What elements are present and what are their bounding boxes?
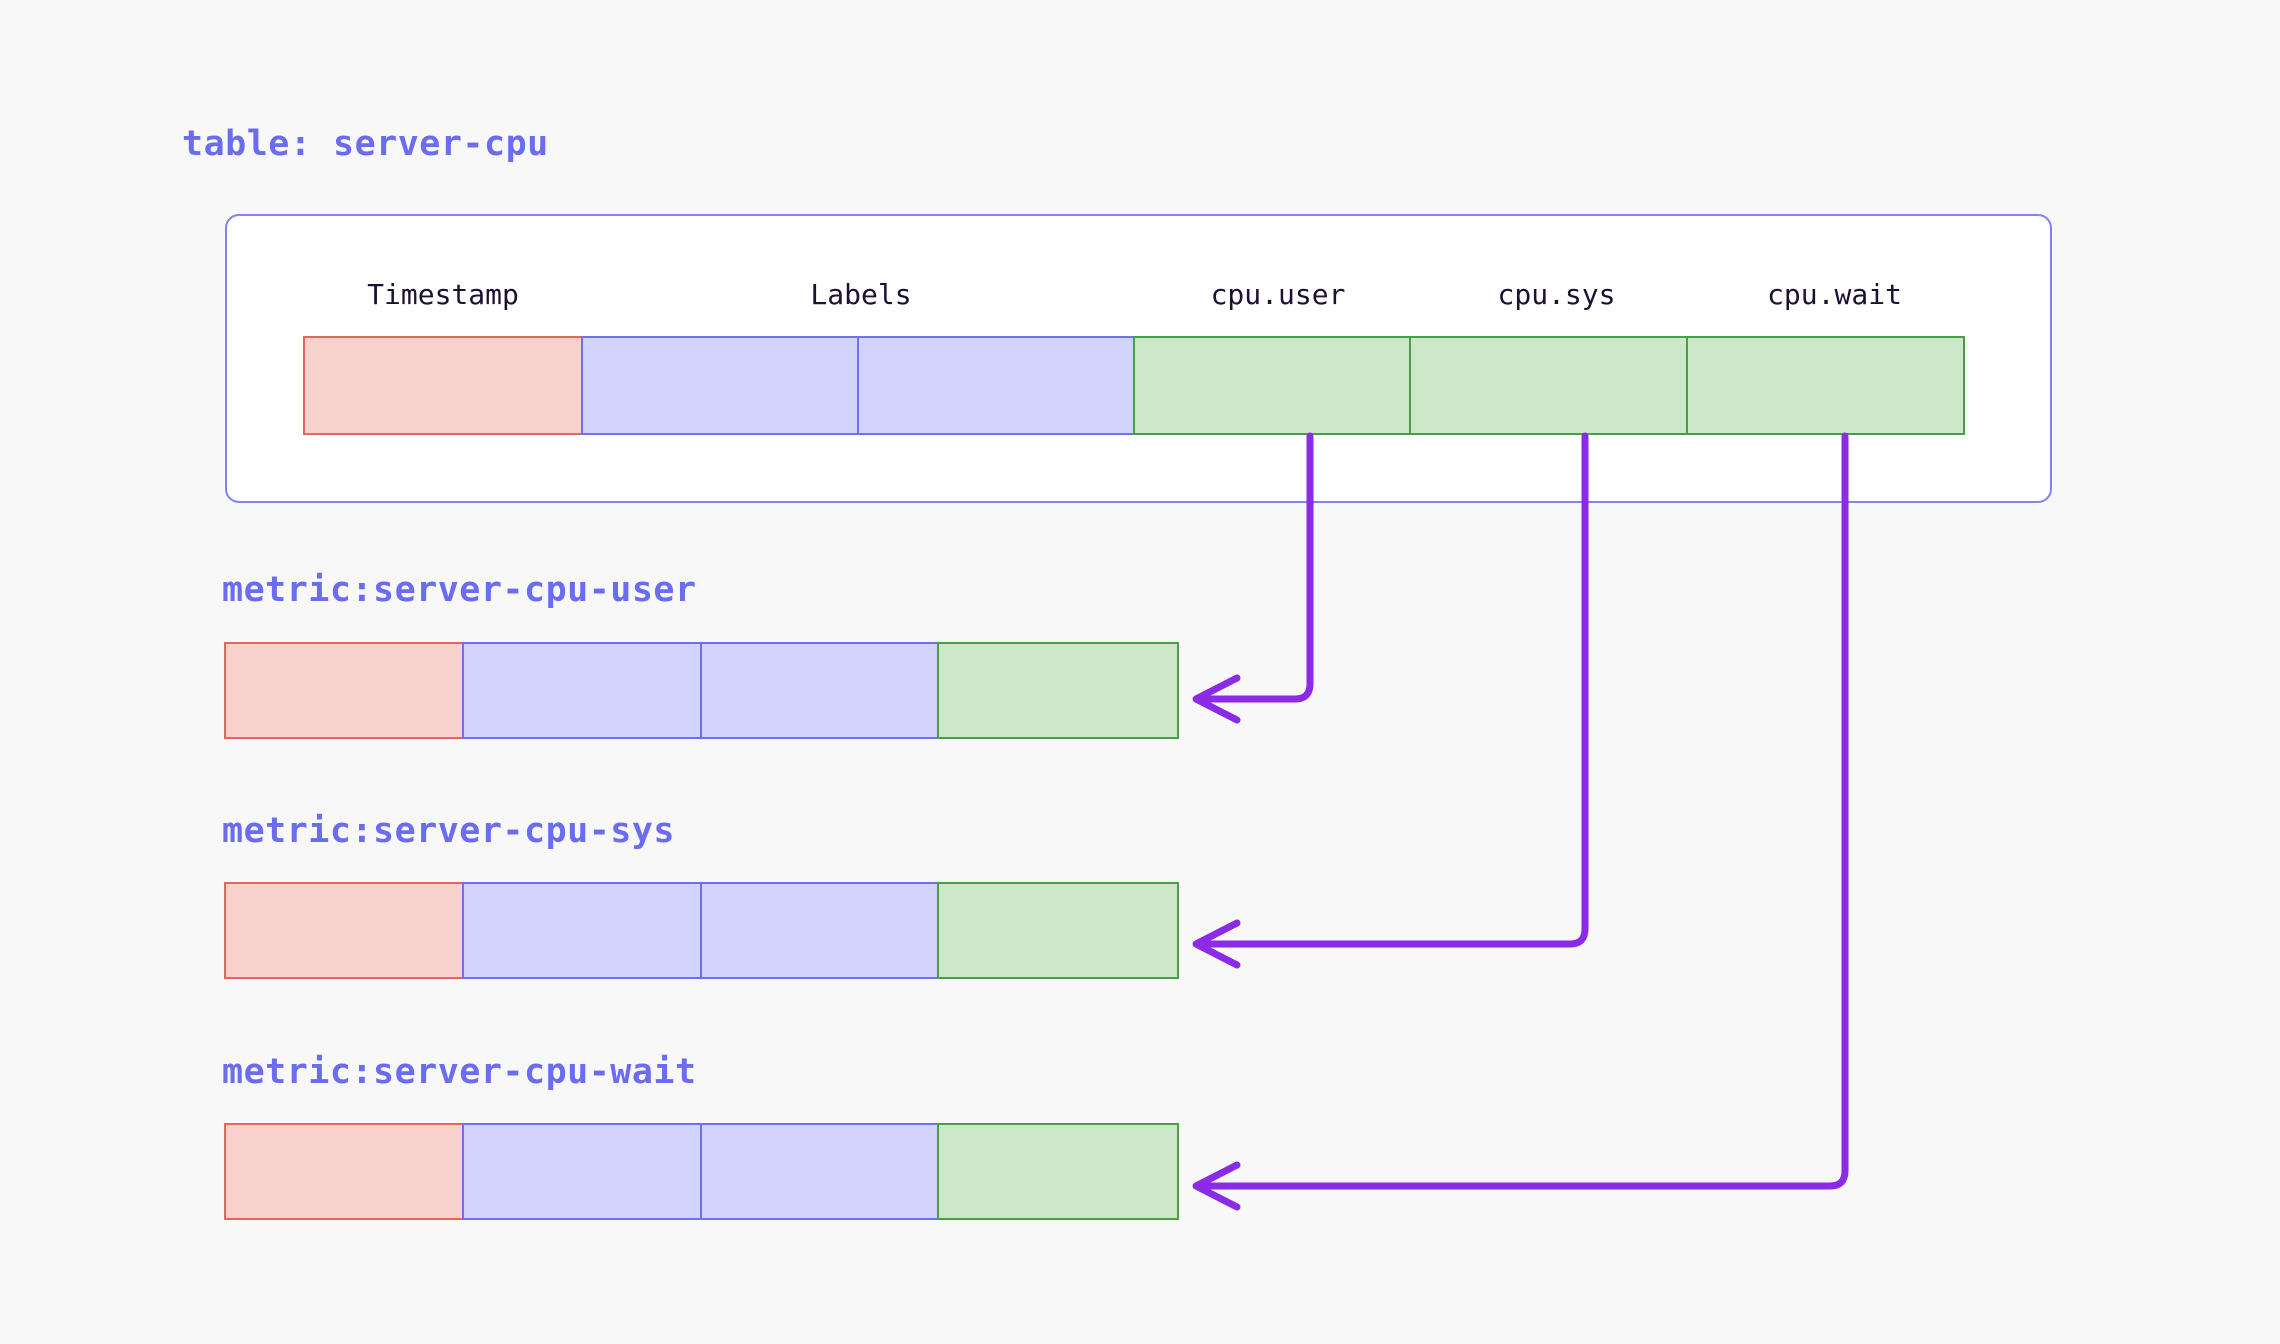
- metric-cell-label-2: [700, 882, 939, 979]
- table-cell-cpu-user: [1133, 336, 1411, 435]
- table-cell-cpu-wait: [1686, 336, 1965, 435]
- metric-cell-value: [937, 882, 1179, 979]
- connector-cpu-sys: [1192, 432, 1589, 969]
- metric-cell-label-2: [700, 1123, 939, 1220]
- metric-title-server-cpu-sys: metric:server-cpu-sys: [222, 811, 676, 851]
- table-cell-timestamp: [303, 336, 583, 435]
- metric-cell-label-1: [462, 1123, 702, 1220]
- metric-cell-timestamp: [224, 642, 464, 739]
- metric-title-server-cpu-wait: metric:server-cpu-wait: [222, 1052, 697, 1092]
- metric-cell-value: [937, 642, 1179, 739]
- metric-cell-timestamp: [224, 1123, 464, 1220]
- metric-cell-label-2: [700, 642, 939, 739]
- metric-cell-timestamp: [224, 882, 464, 979]
- table-title: table: server-cpu: [182, 124, 549, 164]
- table-row: [303, 336, 1965, 435]
- metric-title-server-cpu-user: metric:server-cpu-user: [222, 570, 697, 610]
- metric-row-server-cpu-user: [224, 642, 1179, 739]
- connector-cpu-wait: [1192, 432, 1849, 1211]
- metric-cell-label-1: [462, 882, 702, 979]
- table-cell-cpu-sys: [1409, 336, 1688, 435]
- metric-row-server-cpu-sys: [224, 882, 1179, 979]
- table-cell-label-2: [857, 336, 1135, 435]
- metric-cell-label-1: [462, 642, 702, 739]
- metric-row-server-cpu-wait: [224, 1123, 1179, 1220]
- table-cell-label-1: [581, 336, 859, 435]
- metric-cell-value: [937, 1123, 1179, 1220]
